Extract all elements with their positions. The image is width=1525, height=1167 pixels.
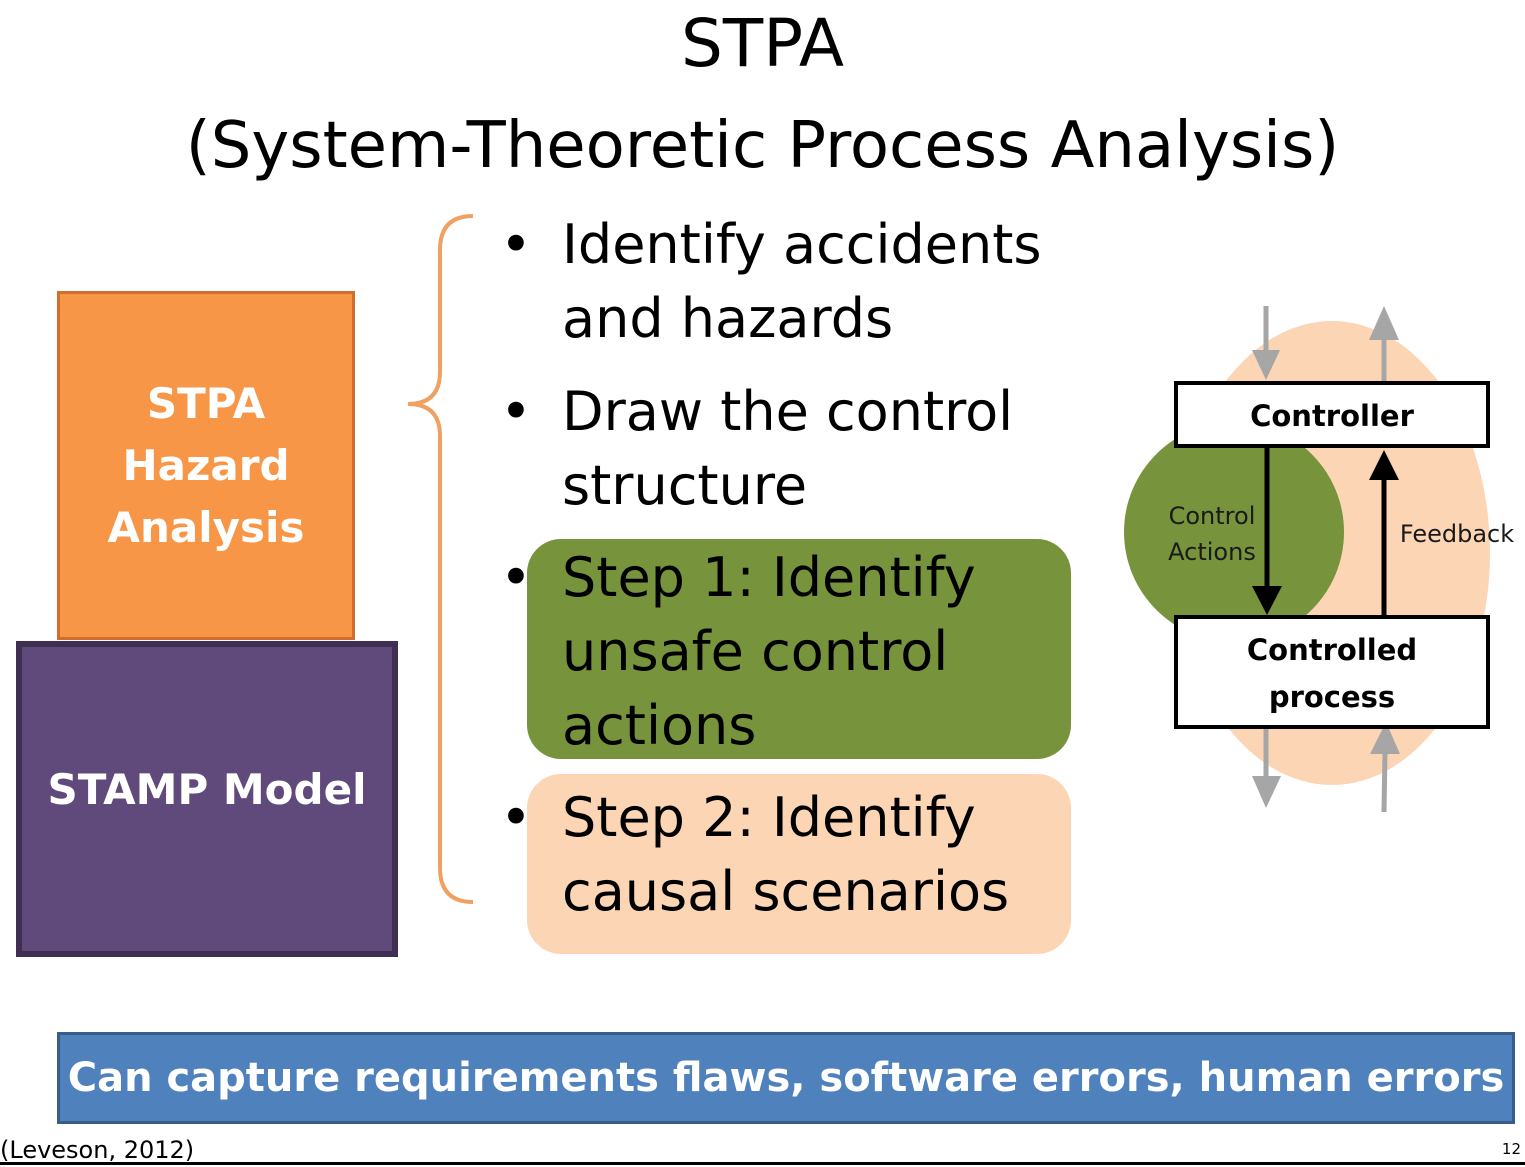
step1-highlight <box>527 539 1071 759</box>
summary-banner: Can capture requirements flaws, software… <box>57 1032 1515 1124</box>
bullet-text: Identify accidents and hazards <box>562 213 1042 350</box>
controlled-process-box <box>1174 615 1490 729</box>
summary-banner-text: Can capture requirements flaws, software… <box>67 1055 1505 1101</box>
controller-label: Controller <box>1250 399 1414 433</box>
citation: (Leveson, 2012) <box>0 1136 195 1164</box>
stpa-hazard-analysis-block: STPA Hazard Analysis <box>57 291 355 640</box>
stamp-model-label: STAMP Model <box>47 764 367 814</box>
footer-divider <box>0 1162 1525 1165</box>
controlled-process-label-line2: process <box>1269 680 1395 714</box>
bullet-text: Step 2: Identify causal scenarios <box>562 786 1010 923</box>
control-action-arrowhead-icon <box>1252 586 1282 615</box>
controller-box <box>1174 381 1490 448</box>
slide-title: STPA <box>681 5 844 82</box>
slide-subtitle: (System-Theoretic Process Analysis) <box>185 109 1340 183</box>
bullet-marker: • <box>500 380 532 443</box>
control-actions-label-line1: Control <box>1169 502 1256 530</box>
output-arrowhead-icon <box>1369 306 1399 340</box>
bullet-marker: • <box>500 213 532 276</box>
stpa-hazard-analysis-label: STPA Hazard Analysis <box>107 378 305 552</box>
feedback-arrowhead-icon <box>1369 450 1399 480</box>
controlled-process-label-line1: Controlled <box>1247 633 1417 667</box>
bullet-text: Draw the control structure <box>562 380 1014 517</box>
bullet-marker: • <box>500 546 532 609</box>
page-number: 12 <box>1501 1140 1521 1158</box>
step2-highlight <box>527 774 1071 954</box>
bullet-marker: • <box>500 786 532 849</box>
brace-icon <box>407 214 474 904</box>
control-actions-label-line2: Actions <box>1168 538 1256 566</box>
disturbance-arrow-icon <box>1381 751 1388 813</box>
feedback-label: Feedback <box>1400 520 1514 548</box>
stamp-model-block: STAMP Model <box>16 641 398 957</box>
disturbance-arrowhead-icon <box>1370 722 1400 754</box>
control-actions-circle <box>1124 422 1344 642</box>
process-output-arrowhead-icon <box>1252 776 1281 808</box>
bullet-text: Step 1: Identify unsafe control actions <box>562 546 976 757</box>
input-arrowhead-icon <box>1252 350 1280 380</box>
